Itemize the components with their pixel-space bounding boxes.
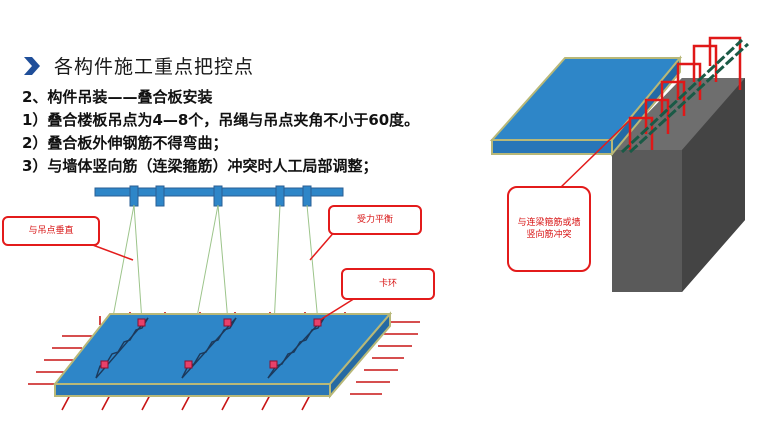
chevron-right-icon bbox=[24, 56, 40, 75]
wall-stirrups bbox=[628, 36, 742, 150]
callout-vertical-to-lifting-point: 与吊点垂直 bbox=[2, 216, 100, 246]
callout-pointer-right bbox=[559, 117, 633, 189]
callout-pointers-left bbox=[89, 229, 361, 321]
callout-shackle-label: 卡环 bbox=[378, 279, 397, 289]
spreader-beam bbox=[94, 185, 344, 207]
callout-vertical-label: 与吊点垂直 bbox=[28, 226, 74, 236]
truss-rebar-right bbox=[620, 38, 750, 154]
page-title: 各构件施工重点把控点 bbox=[54, 56, 255, 78]
section-subtitle: 2、构件吊装——叠合板安装 bbox=[22, 88, 213, 106]
callout-rebar-conflict: 与连梁箍筋或墙竖向筋冲突 bbox=[507, 186, 591, 272]
callout-force-balance: 受力平衡 bbox=[328, 205, 422, 235]
lifting-points bbox=[100, 318, 322, 369]
callout-shackle: 卡环 bbox=[341, 268, 435, 300]
page-heading: 各构件施工重点把控点 bbox=[22, 52, 254, 79]
callout-balance-label: 受力平衡 bbox=[356, 215, 393, 225]
point-2: 2）叠合板外伸钢筋不得弯曲； bbox=[22, 134, 228, 152]
point-3: 3）与墙体竖向筋（连梁箍筋）冲突时人工局部调整； bbox=[22, 157, 378, 175]
content-text: 2、构件吊装——叠合板安装 1）叠合楼板吊点为4—8个，吊绳与吊点夹角不小于60… bbox=[22, 86, 419, 178]
laminated-slab bbox=[52, 311, 393, 399]
callout-conflict-label: 与连梁箍筋或墙竖向筋冲突 bbox=[517, 218, 581, 240]
point-1: 1）叠合楼板吊点为4—8个，吊绳与吊点夹角不小于60度。 bbox=[22, 111, 420, 129]
